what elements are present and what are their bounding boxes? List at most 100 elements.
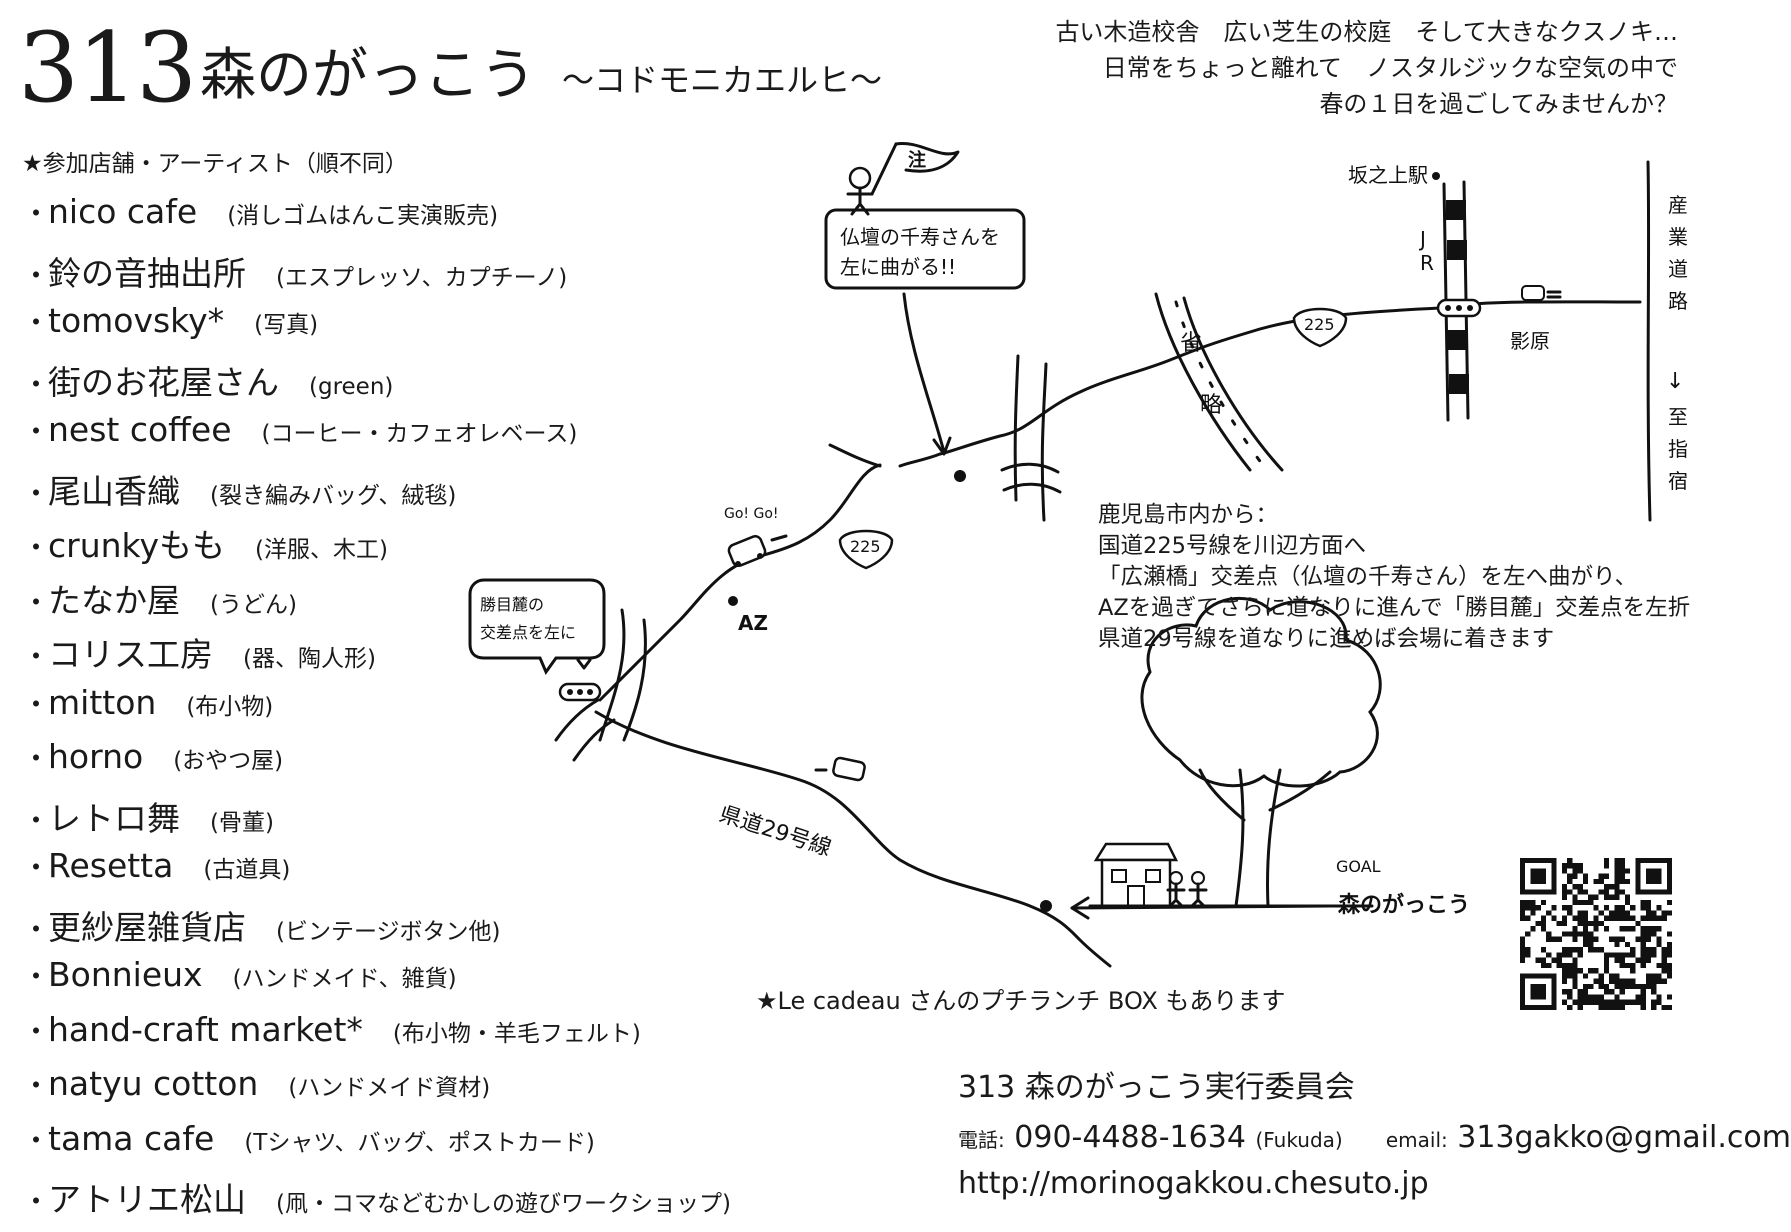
vendor-bullet: ・ [22, 585, 51, 619]
vendor-bullet: ・ [22, 640, 51, 673]
vendor-name: natyu cotton [48, 1064, 259, 1103]
route-29-road [594, 710, 1112, 968]
route-225-label: 225 [1304, 315, 1335, 334]
goal-name: 森のがっこう [1338, 892, 1470, 918]
ibusuki-label: 指 [1668, 437, 1688, 461]
contact-row: 電話: 090-4488-1634 (Fukuda) email: 313gak… [958, 1120, 1791, 1158]
qr-code-icon[interactable] [1520, 858, 1672, 1010]
vendor-name: crunkyもも [48, 526, 226, 565]
go-car-icon [727, 534, 788, 568]
vendor-item: ・crunkyもも (洋服、木工) [22, 519, 731, 574]
title-main: 森のがっこう [200, 43, 536, 108]
attention-arrow [902, 292, 946, 454]
phone-person: (Fukuda) [1255, 1128, 1343, 1152]
website-link[interactable]: http://morinogakkou.chesuto.jp [958, 1166, 1429, 1201]
vendor-note: (うどん) [210, 591, 297, 618]
bridge-line-a [1013, 354, 1020, 502]
school-building-icon [1093, 842, 1179, 908]
attention-callout-line: 仏壇の千寿さんを [840, 225, 1000, 249]
vendor-name: レトロ舞 [48, 798, 180, 838]
vendor-bullet: ・ [22, 1069, 51, 1102]
directions-line: 国道225号線を川辺方面へ [1098, 533, 1366, 559]
route-29-car-icon [814, 756, 866, 782]
children-icon [1166, 871, 1208, 908]
vendor-bullet: ・ [22, 687, 51, 721]
vendor-item: ・horno(おやつ屋) [22, 737, 731, 792]
tree-icon [1140, 596, 1382, 908]
vendor-item: ・Bonnieux(ハンドメイド、雑貨) [22, 955, 731, 1010]
industrial-road [1646, 160, 1652, 522]
attention-callout-line: 左に曲がる!! [840, 255, 956, 279]
traffic-signal-icon [1436, 298, 1482, 318]
flag-person-icon [846, 141, 960, 216]
az-label: AZ [738, 611, 768, 635]
vendor-note: (洋服、木工) [255, 537, 388, 563]
route-225-shield-2 [838, 529, 894, 570]
vendor-name: mitton [48, 682, 157, 722]
vendor-bullet: ・ [22, 197, 51, 230]
vendor-bullet: ・ [22, 1123, 51, 1157]
route-225-label-2: 225 [850, 537, 881, 556]
vendor-item: ・更紗屋雑貨店(ビンテージボタン他) [22, 901, 731, 956]
vendor-name: Resetta [48, 846, 174, 885]
vendor-name: 街のお花屋さん [48, 362, 279, 402]
vendor-note: (器、陶人形) [243, 646, 376, 672]
title-number: 313 [18, 12, 197, 124]
vendor-item: ・hand-craft market*(布小物・羊毛フェルト) [22, 1010, 731, 1065]
vendor-note: (写真) [254, 312, 319, 338]
vendor-note: (コーヒー・カフェオレベース) [261, 421, 578, 447]
vendor-item: ・mitton (布小物) [22, 683, 731, 738]
vendor-item: ・鈴の音抽出所(エスプレッソ、カプチーノ) [22, 247, 731, 302]
route-29-label: 県道29号線 [716, 802, 834, 862]
highway-label: 略 [1200, 393, 1222, 418]
station-label: 坂之上駅 [1348, 163, 1428, 187]
highway-label: 省 [1180, 331, 1202, 356]
vendor-bullet: ・ [22, 306, 51, 339]
az-marker [728, 596, 738, 606]
intro-line: 日常をちょっと離れて ノスタルジックな空気の中で [1102, 54, 1678, 82]
highway-edge-a [1154, 292, 1252, 472]
directions-line: 県道29号線を道なりに進めば会場に着きます [1098, 626, 1555, 652]
vendor-name: 更紗屋雑貨店 [48, 907, 246, 947]
route-225-west [598, 463, 882, 702]
vendor-name: tomovsky* [48, 301, 225, 340]
lunch-note: ★Le cadeau さんのプチランチ BOX もあります [756, 987, 1286, 1015]
vendor-item: ・tama cafe (Tシャツ、バッグ、ポストカード) [22, 1119, 731, 1174]
vendor-name: tama cafe [48, 1118, 215, 1158]
vendor-note: (骨董) [210, 809, 274, 836]
vendor-item: ・街のお花屋さん (green) [22, 356, 731, 411]
kagehara-label: 影原 [1510, 329, 1550, 353]
email-address[interactable]: 313gakko@gmail.com [1457, 1120, 1791, 1155]
vendor-note: (布小物・羊毛フェルト) [392, 1020, 641, 1047]
katsume-callout-line: 勝目麓の [480, 595, 544, 614]
vendor-name: 鈴の音抽出所 [48, 253, 246, 293]
ibusuki-arrow: ↓ [1666, 369, 1684, 394]
vendor-item: ・Resetta(古道具) [22, 846, 731, 901]
vendor-note: (古道具) [203, 857, 291, 883]
vendor-name: horno [48, 737, 144, 776]
vendor-note: (green) [309, 373, 394, 400]
vendor-bullet: ・ [22, 531, 51, 564]
station-dot [1432, 172, 1440, 180]
vendor-item: ・コリス工房 (器、陶人形) [22, 628, 731, 683]
jr-label: J [1418, 227, 1426, 251]
phone-number[interactable]: 090-4488-1634 [1014, 1120, 1246, 1155]
vendor-bullet: ・ [22, 960, 51, 993]
vendor-note: (布小物) [186, 693, 274, 720]
route-map: 仏壇の千寿さんを 左に曲がる!! 注 勝目麓の 交差点を左に 坂之上駅 J R … [468, 141, 1688, 968]
vendor-note: (裂き編みバッグ、絨毯) [210, 482, 457, 509]
goal-label: GOAL [1336, 857, 1381, 876]
vendor-item: ・nest coffee(コーヒー・カフェオレベース) [22, 410, 731, 465]
route-225-shield [1292, 307, 1348, 348]
directions-line: AZを過ぎてさらに道なりに進んで「勝目麓」交差点を左折 [1098, 595, 1691, 621]
katsume-callout-box [468, 578, 606, 676]
jr-label: R [1420, 251, 1434, 275]
vendor-bullet: ・ [22, 476, 51, 510]
vendor-list-heading: ★参加店舗・アーティスト（順不同） [22, 151, 408, 177]
vendor-bullet: ・ [22, 367, 51, 401]
vendor-name: コリス工房 [48, 635, 213, 674]
vendor-note: (Tシャツ、バッグ、ポストカード) [244, 1129, 595, 1156]
vendor-note: (おやつ屋) [173, 748, 284, 774]
vendor-name: 尾山香織 [48, 471, 180, 511]
vendor-bullet: ・ [22, 415, 51, 448]
